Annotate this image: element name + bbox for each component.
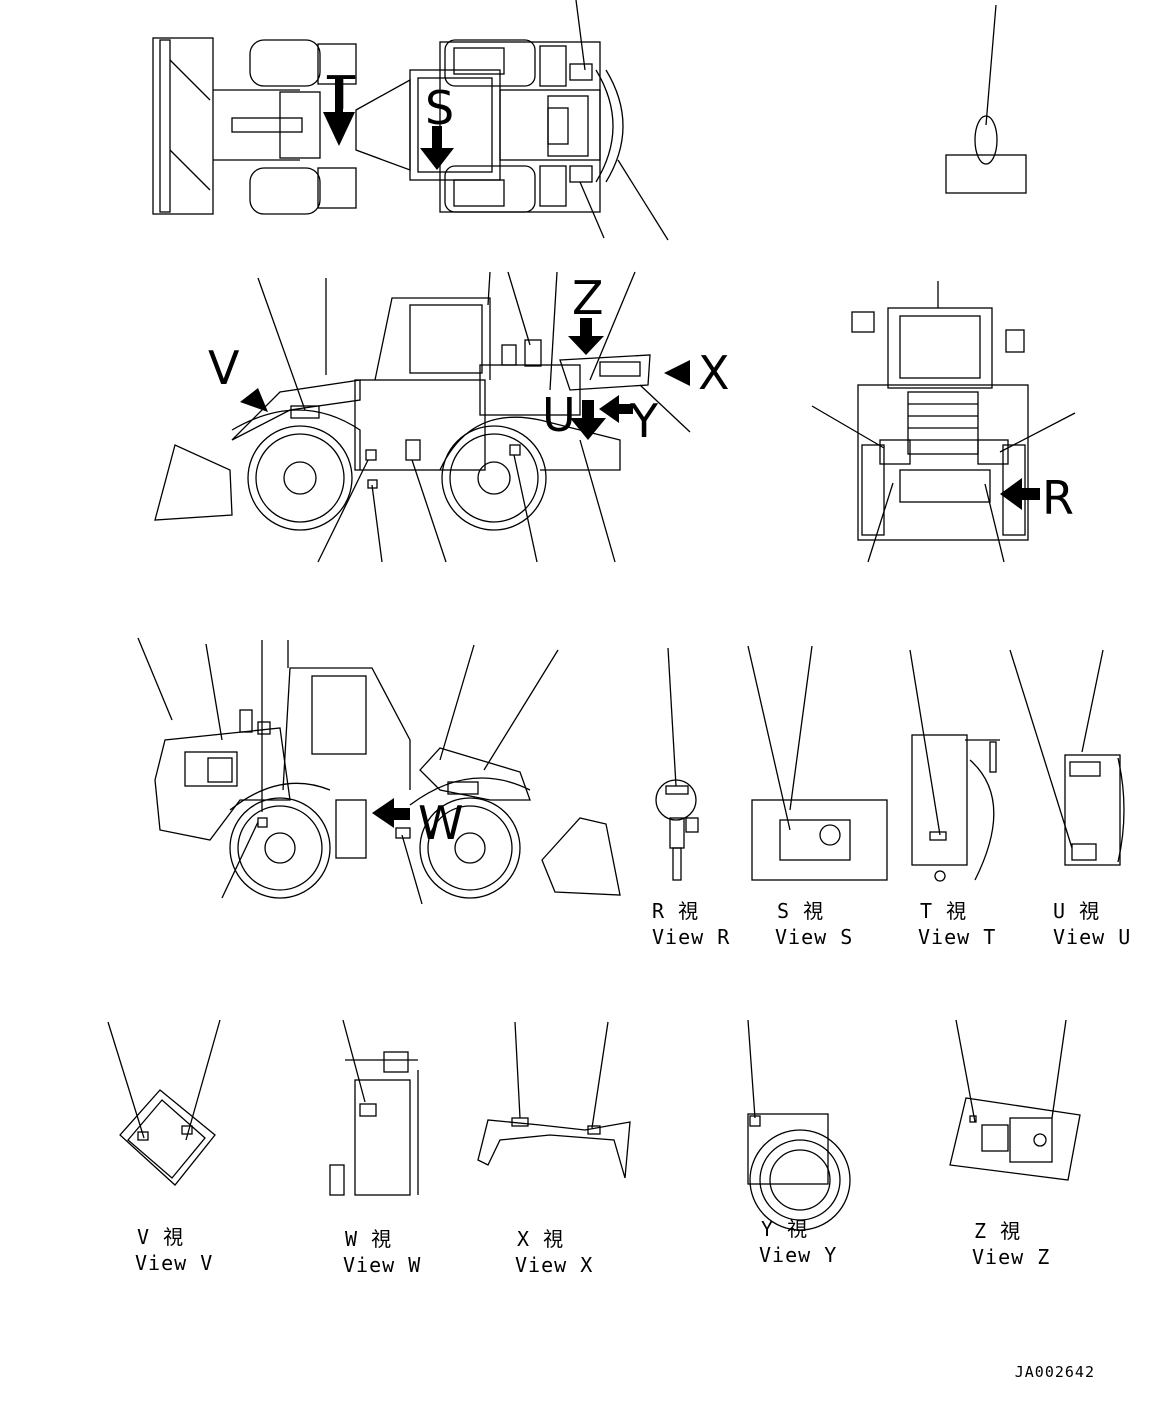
view-v-caption-en: View V: [135, 1251, 214, 1275]
view-r-caption-en: View R: [652, 925, 731, 949]
view-v-detail: [107, 1019, 221, 1186]
letter-y: Y: [630, 394, 659, 448]
view-y-caption-jp: Y 視: [761, 1217, 809, 1241]
letter-t: T: [327, 66, 356, 120]
leader-lines-rear: [811, 405, 1076, 563]
view-v-caption-jp: V 視: [137, 1225, 185, 1249]
arrow-r: [1000, 478, 1040, 510]
letter-v: V: [208, 341, 240, 395]
view-r-caption-jp: R 視: [652, 899, 700, 923]
letter-s: S: [425, 81, 455, 135]
view-t-caption-en: View T: [918, 925, 997, 949]
tag-label-detail: [945, 4, 1027, 194]
arrows-side-left: [240, 318, 690, 440]
rear-view-machine: [851, 281, 1029, 541]
view-s-caption-en: View S: [775, 925, 854, 949]
view-t-caption-jp: T 視: [920, 899, 968, 923]
view-y-detail: [747, 1019, 851, 1231]
view-z-caption-jp: Z 視: [974, 1219, 1022, 1243]
letter-u: U: [542, 388, 576, 442]
view-w-detail: [329, 1019, 419, 1196]
top-view-machine: [152, 37, 624, 215]
view-w-caption-en: View W: [343, 1253, 422, 1277]
view-x-caption-jp: X 視: [517, 1227, 565, 1251]
drawing-code: JA002642: [1014, 1363, 1095, 1381]
arrow-w: [372, 798, 410, 828]
view-y-caption-en: View Y: [759, 1243, 838, 1267]
right-side-view-machine: [154, 667, 621, 899]
arrow-t: [323, 78, 355, 146]
arrow-s: [420, 126, 454, 170]
left-side-view-machine: [154, 297, 651, 531]
view-x-detail: [477, 1021, 631, 1179]
letter-x: X: [698, 346, 730, 400]
view-x-caption-en: View X: [515, 1253, 594, 1277]
letter-z: Z: [572, 271, 604, 325]
view-u-caption-en: View U: [1053, 925, 1132, 949]
view-s-detail: [747, 645, 888, 881]
view-u-caption-jp: U 視: [1053, 899, 1101, 923]
view-t-detail: [909, 649, 1000, 882]
view-r-detail: [655, 647, 699, 881]
letter-w: W: [418, 796, 464, 850]
leader-lines-left-side: [257, 271, 691, 563]
leader-lines-top: [575, 0, 669, 241]
view-s-caption-jp: S 視: [777, 899, 825, 923]
view-u-detail: [1009, 649, 1125, 866]
view-z-caption-en: View Z: [972, 1245, 1051, 1269]
letter-r: R: [1042, 471, 1074, 525]
view-w-caption-jp: W 視: [345, 1227, 393, 1251]
view-z-detail: [949, 1019, 1081, 1181]
leader-lines-right-side: [137, 637, 559, 905]
